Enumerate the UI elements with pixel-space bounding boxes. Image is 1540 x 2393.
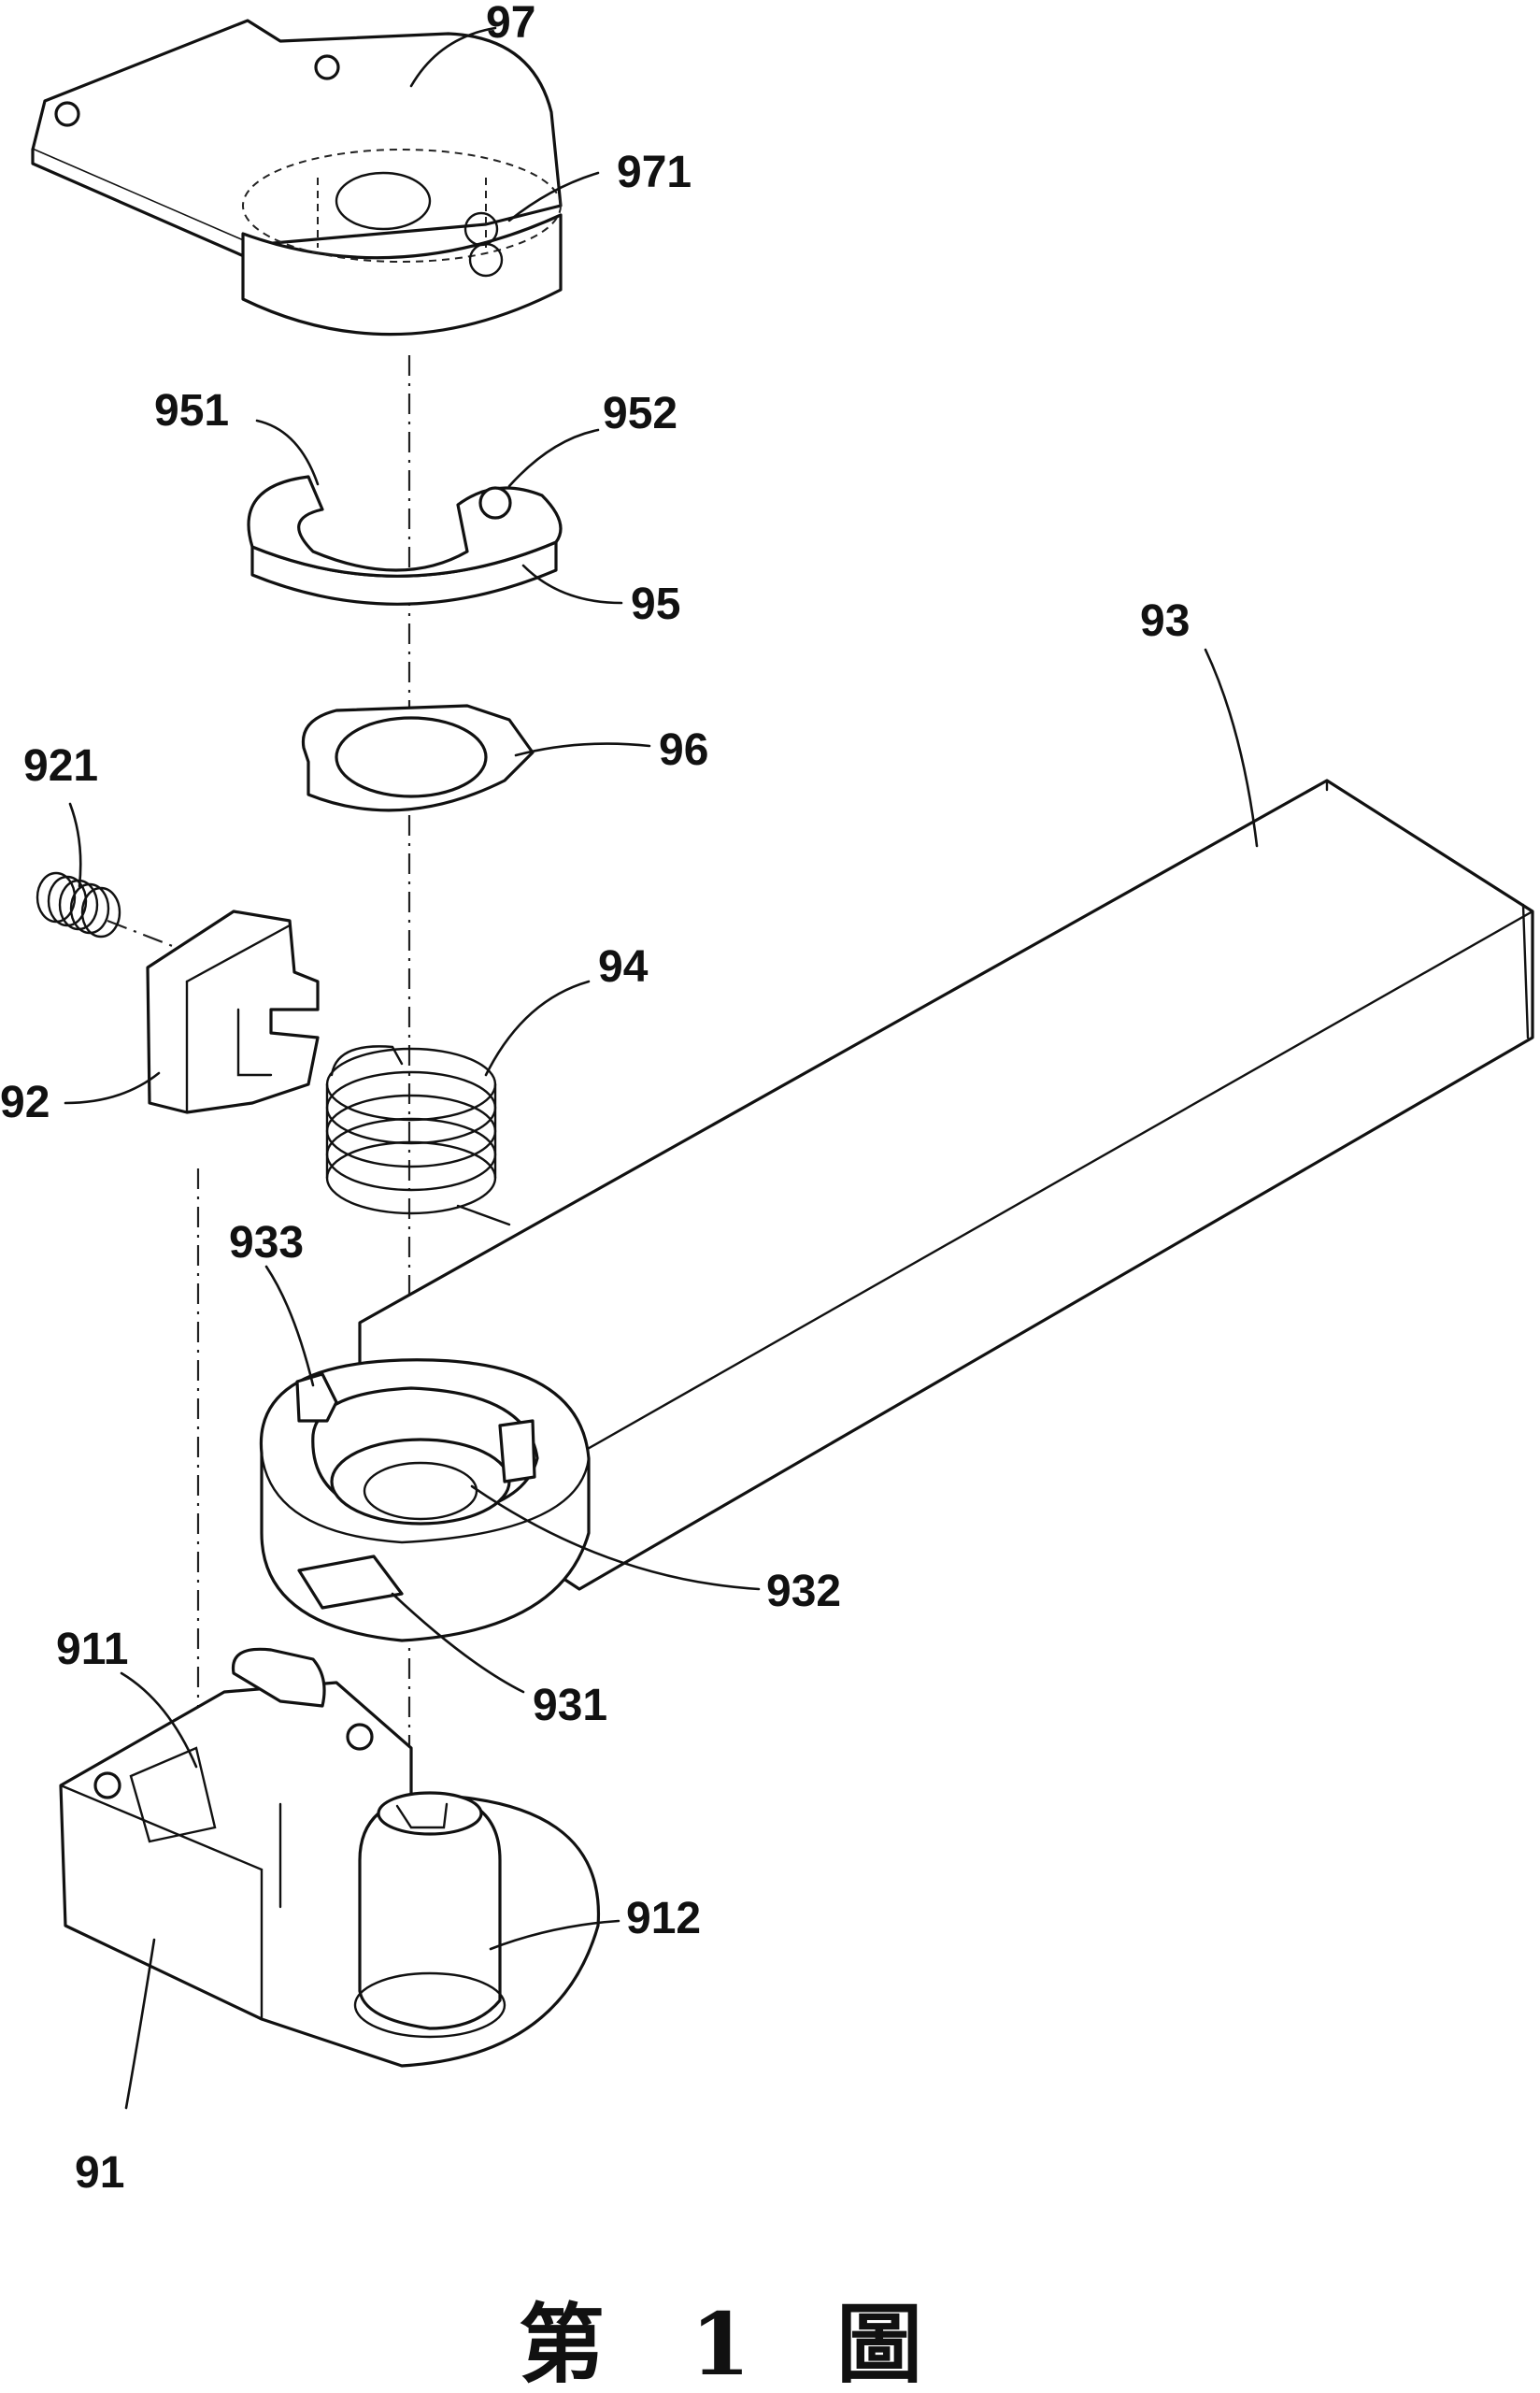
leader-92 xyxy=(64,1071,161,1105)
label-933: 933 xyxy=(229,1218,304,1268)
leader-96 xyxy=(514,742,651,757)
part-921-small-spring xyxy=(36,871,121,939)
leader-93 xyxy=(1204,648,1259,848)
label-952: 952 xyxy=(603,389,677,438)
leader-931 xyxy=(391,1592,525,1694)
part-92-latch-block xyxy=(146,910,320,1114)
label-94: 94 xyxy=(598,942,649,992)
label-951: 951 xyxy=(154,386,229,436)
part-96-washer xyxy=(301,704,535,812)
figure-caption: 第 1 圖 xyxy=(519,2294,950,2393)
part-91-base xyxy=(59,1647,601,2068)
label-921: 921 xyxy=(23,741,98,791)
label-91: 91 xyxy=(75,2148,124,2198)
label-911: 911 xyxy=(56,1625,128,1674)
leader-97 xyxy=(409,26,497,88)
label-971: 971 xyxy=(617,148,692,197)
leader-95 xyxy=(521,564,623,605)
part-93-arm xyxy=(259,779,1534,1642)
leader-952 xyxy=(507,428,600,488)
label-932: 932 xyxy=(766,1567,841,1616)
leader-91 xyxy=(124,1938,156,2110)
label-95: 95 xyxy=(631,580,680,629)
leader-951 xyxy=(255,419,320,486)
leader-932 xyxy=(470,1484,761,1591)
leader-911 xyxy=(120,1671,198,1769)
part-94-torsion-spring xyxy=(325,1045,511,1226)
label-931: 931 xyxy=(533,1681,607,1730)
label-96: 96 xyxy=(659,725,708,775)
spring-921-axis xyxy=(107,919,192,955)
label-97: 97 xyxy=(486,0,535,48)
leader-971 xyxy=(507,171,600,222)
part-97-cover-plate xyxy=(31,19,563,337)
leader-912 xyxy=(489,1919,620,1951)
part-95-c-ring xyxy=(247,475,563,606)
leader-921 xyxy=(68,802,82,888)
label-93: 93 xyxy=(1140,596,1190,646)
label-912: 912 xyxy=(626,1894,701,1943)
leader-933 xyxy=(264,1265,315,1387)
leader-94 xyxy=(484,980,591,1077)
label-92: 92 xyxy=(0,1078,50,1127)
